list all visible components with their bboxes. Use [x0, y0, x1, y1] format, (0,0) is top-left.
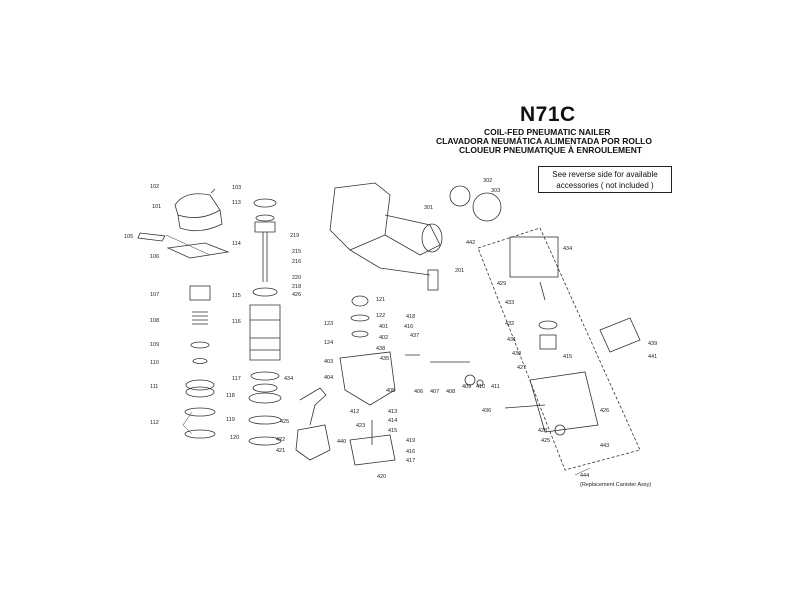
svg-text:417: 417 — [406, 458, 415, 464]
svg-text:423: 423 — [356, 423, 365, 429]
footnote-text: (Replacement Canister Assy) — [580, 482, 651, 488]
svg-text:438: 438 — [376, 346, 385, 352]
svg-text:431: 431 — [507, 337, 516, 343]
cap-assembly-drawing — [137, 188, 230, 259]
svg-text:301: 301 — [424, 205, 433, 211]
svg-text:428: 428 — [538, 428, 547, 434]
svg-text:108: 108 — [150, 318, 159, 324]
svg-text:429: 429 — [497, 281, 506, 287]
svg-text:401: 401 — [379, 324, 388, 330]
svg-text:122: 122 — [376, 313, 385, 319]
part-number-labels: 102 103 101 105 106 107 108 109 110 111 112 113… — [124, 178, 657, 488]
svg-text:124: 124 — [324, 340, 333, 346]
svg-text:123: 123 — [324, 321, 333, 327]
svg-text:105: 105 — [124, 234, 133, 240]
svg-text:411: 411 — [491, 384, 500, 390]
svg-text:427: 427 — [517, 365, 526, 371]
svg-text:107: 107 — [150, 292, 159, 298]
svg-text:405: 405 — [386, 388, 395, 394]
svg-text:120: 120 — [230, 435, 239, 441]
svg-text:216: 216 — [292, 259, 301, 265]
svg-text:113: 113 — [232, 200, 241, 206]
subtitle-french: CLOUEUR PNEUMATIQUE À ENROULEMENT — [459, 145, 643, 155]
svg-text:436: 436 — [482, 408, 491, 414]
svg-text:303: 303 — [491, 188, 500, 194]
svg-text:425: 425 — [280, 419, 289, 425]
model-title: N71C — [520, 103, 576, 126]
svg-text:111: 111 — [150, 384, 158, 390]
svg-text:435: 435 — [380, 356, 389, 362]
svg-text:434: 434 — [284, 376, 293, 382]
svg-text:421: 421 — [276, 448, 285, 454]
accessories-note-box: See reverse side for available accessori… — [538, 166, 672, 193]
svg-text:220: 220 — [292, 275, 301, 281]
svg-text:433: 433 — [505, 300, 514, 306]
svg-text:119: 119 — [226, 417, 235, 423]
svg-text:412: 412 — [350, 409, 359, 415]
subtitle-english: COIL-FED PNEUMATIC NAILER — [484, 127, 611, 137]
svg-text:408: 408 — [446, 389, 455, 395]
svg-text:101: 101 — [152, 204, 161, 210]
housing-drawing — [329, 182, 502, 291]
svg-text:219: 219 — [290, 233, 299, 239]
svg-text:109: 109 — [150, 342, 159, 348]
svg-text:422: 422 — [276, 437, 285, 443]
svg-text:215: 215 — [292, 249, 301, 255]
svg-text:415: 415 — [563, 354, 572, 360]
svg-text:430: 430 — [512, 351, 521, 357]
spring-and-seals-drawing — [184, 285, 216, 439]
svg-text:201: 201 — [455, 268, 464, 274]
svg-text:121: 121 — [376, 297, 385, 303]
svg-text:442: 442 — [466, 240, 475, 246]
svg-text:443: 443 — [600, 443, 609, 449]
svg-text:416: 416 — [404, 324, 413, 330]
trigger-valve-drawing — [295, 295, 484, 466]
svg-text:437: 437 — [410, 333, 419, 339]
svg-text:407: 407 — [430, 389, 439, 395]
svg-text:413: 413 — [388, 409, 397, 415]
svg-text:441: 441 — [648, 354, 657, 360]
svg-text:415: 415 — [388, 428, 397, 434]
svg-text:439: 439 — [648, 341, 657, 347]
svg-text:116: 116 — [232, 319, 241, 325]
svg-text:117: 117 — [232, 376, 241, 382]
svg-text:110: 110 — [150, 360, 159, 366]
svg-text:414: 414 — [388, 418, 397, 424]
piston-driver-drawing — [248, 198, 282, 446]
svg-text:102: 102 — [150, 184, 159, 190]
svg-text:426: 426 — [292, 292, 301, 298]
svg-text:218: 218 — [292, 284, 301, 290]
svg-text:103: 103 — [232, 185, 241, 191]
footnote-part-number: 444 — [580, 473, 589, 479]
svg-text:118: 118 — [226, 393, 235, 399]
svg-text:418: 418 — [406, 314, 415, 320]
svg-text:419: 419 — [406, 438, 415, 444]
svg-text:406: 406 — [414, 389, 423, 395]
svg-text:404: 404 — [324, 375, 333, 381]
subtitle-spanish: CLAVADORA NEUMÁTICA ALIMENTADA POR ROLLO — [436, 136, 652, 146]
magazine-drawing — [477, 227, 641, 471]
svg-text:425: 425 — [541, 438, 550, 444]
svg-text:410: 410 — [476, 384, 485, 390]
svg-text:420: 420 — [377, 474, 386, 480]
svg-text:434: 434 — [563, 246, 572, 252]
svg-text:409: 409 — [462, 384, 471, 390]
svg-text:114: 114 — [232, 241, 241, 247]
svg-text:402: 402 — [379, 335, 388, 341]
svg-text:403: 403 — [324, 359, 333, 365]
svg-text:302: 302 — [483, 178, 492, 184]
svg-text:426: 426 — [600, 408, 609, 414]
svg-text:432: 432 — [505, 321, 514, 327]
svg-text:112: 112 — [150, 420, 159, 426]
svg-text:115: 115 — [232, 293, 241, 299]
svg-text:416: 416 — [406, 449, 415, 455]
svg-text:440: 440 — [337, 439, 346, 445]
svg-text:106: 106 — [150, 254, 159, 260]
